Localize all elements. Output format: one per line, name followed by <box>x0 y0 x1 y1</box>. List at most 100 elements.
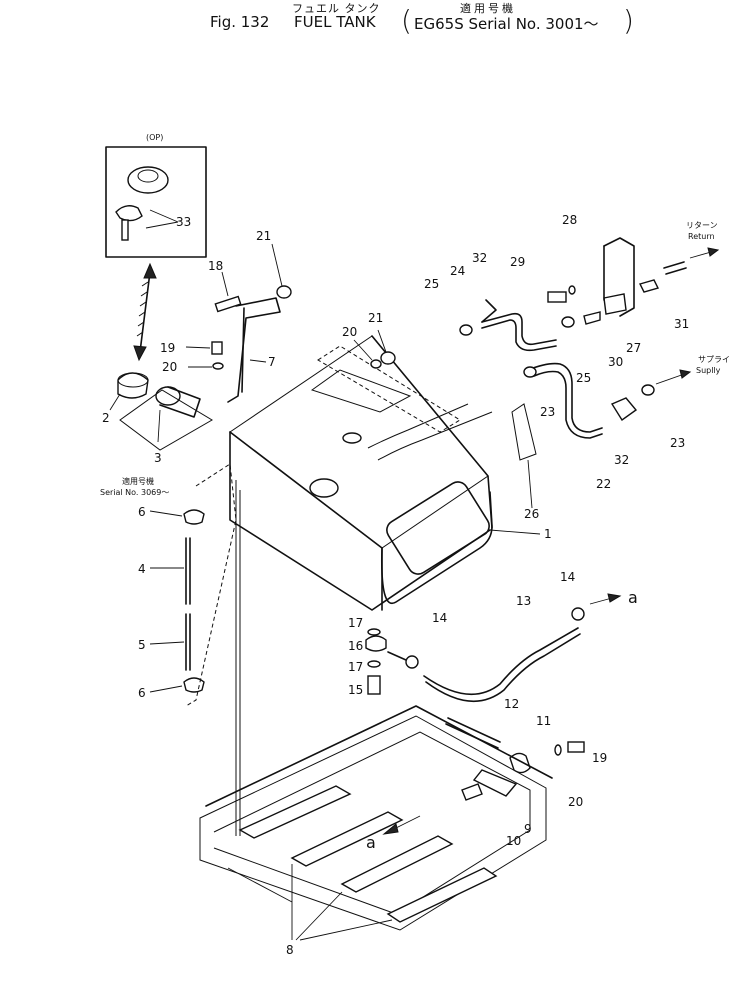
elbow-30 <box>583 311 601 325</box>
bolt-19-left <box>185 341 223 355</box>
serial-note: Serial No. 3069～ <box>100 488 169 497</box>
callout-18: 18 <box>208 259 223 273</box>
open-paren: ( <box>401 4 412 37</box>
return-jp-label: リターン <box>686 221 718 230</box>
callout-1: 1 <box>544 527 552 541</box>
tank-band-7 <box>227 297 281 403</box>
callout-16: 16 <box>348 639 363 653</box>
clamp-14-lower <box>405 655 419 669</box>
drain-assembly <box>365 593 622 702</box>
clip-32-right <box>610 397 638 422</box>
callout-17-lower: 17 <box>348 660 363 674</box>
callout-14-lower: 14 <box>432 611 447 625</box>
fuel-sender-plug <box>342 432 362 444</box>
callout-6-upper: 6 <box>138 505 146 519</box>
arrow-a-right-label: a <box>628 588 638 607</box>
elbow-16 <box>365 635 387 652</box>
figure-title: FUEL TANK <box>294 13 376 31</box>
callout-25-left: 25 <box>424 277 439 291</box>
filler-strainer-3 <box>119 386 213 451</box>
gauge-clamp-upper <box>183 509 205 525</box>
washer-28 <box>568 285 576 295</box>
nut-21-left <box>271 243 292 299</box>
inset-link-arrow <box>133 262 157 362</box>
callout-21-left: 21 <box>256 229 271 243</box>
optional-lock-cap-inset: (OP) <box>105 133 207 258</box>
lower-fittings <box>382 717 585 835</box>
callout-33: 33 <box>176 215 191 229</box>
fuel-tank-1 <box>229 335 541 611</box>
figure-number: Fig. 132 <box>210 13 270 31</box>
bolt-19-lower <box>567 741 585 753</box>
serial-note-jp: 適用号機 <box>122 476 154 486</box>
callout-32-upper: 32 <box>472 251 487 265</box>
plate-9 <box>472 769 518 797</box>
callout-10: 10 <box>506 834 521 848</box>
callout-29: 29 <box>510 255 525 269</box>
connector-31 <box>638 279 660 293</box>
japanese-part-name: フュエル タンク <box>292 2 381 15</box>
clamp-14-upper <box>571 607 585 621</box>
callout-24: 24 <box>450 264 465 278</box>
supply-label: Suplly <box>696 366 721 375</box>
callout-32-right: 32 <box>614 453 629 467</box>
clip-24 <box>481 299 497 323</box>
arrow-a-bottom-label: a <box>366 833 376 852</box>
gauge-clamp-lower <box>183 677 205 693</box>
callout-2: 2 <box>102 411 110 425</box>
pipe-bracket-26 <box>511 403 537 461</box>
op-label: (OP) <box>146 133 163 142</box>
callout-26: 26 <box>524 507 539 521</box>
clamp-25-right <box>561 316 575 328</box>
callout-7: 7 <box>268 355 276 369</box>
return-supply-piping <box>459 237 720 509</box>
callout-20-center: 20 <box>342 325 357 339</box>
washer-17-lower <box>367 660 381 668</box>
callout-31: 31 <box>674 317 689 331</box>
washer-17-upper <box>367 628 381 636</box>
callout-25-right: 25 <box>576 371 591 385</box>
callout-14-upper: 14 <box>560 570 575 584</box>
lock-cap-part <box>127 166 169 194</box>
callout-11: 11 <box>536 714 551 728</box>
clamp-23-right <box>641 384 655 396</box>
callout-22: 22 <box>596 477 611 491</box>
return-label: Return <box>688 232 715 241</box>
callout-20-lower: 20 <box>568 795 583 809</box>
callout-23-right: 23 <box>670 436 685 450</box>
callout-21-center: 21 <box>368 311 383 325</box>
filler-neck <box>309 478 339 498</box>
callout-15: 15 <box>348 683 363 697</box>
bolt-15 <box>367 675 381 695</box>
callout-17-upper: 17 <box>348 616 363 630</box>
callout-28: 28 <box>562 213 577 227</box>
callout-9: 9 <box>524 822 532 836</box>
serial-range: EG65S Serial No. 3001～ <box>414 15 599 33</box>
callout-23-left: 23 <box>540 405 555 419</box>
callout-19-left: 19 <box>160 341 175 355</box>
clamp-23-left <box>523 366 537 378</box>
level-gauge-assembly <box>149 463 237 707</box>
callout-30: 30 <box>608 355 623 369</box>
connector-10 <box>461 783 483 801</box>
bolt-29 <box>547 291 567 303</box>
figure-header: フュエル タンク 適用号機 Fig. 132 FUEL TANK ( EG65S… <box>0 0 747 40</box>
washer-20-lower <box>554 744 562 756</box>
callout-6-lower: 6 <box>138 686 146 700</box>
filler-cap-2 <box>109 372 149 411</box>
callout-20-left: 20 <box>162 360 177 374</box>
supply-jp-label: サプライ <box>698 355 730 364</box>
callout-numbers: 1 2 3 4 5 6 6 7 8 9 10 11 12 13 14 14 15… <box>102 213 689 957</box>
frame-8 <box>199 480 553 941</box>
callout-8: 8 <box>286 943 294 957</box>
key-part <box>115 205 143 222</box>
bracket-27 <box>603 293 627 315</box>
nut-21-and-washer-20-center <box>353 329 396 369</box>
callout-19-lower: 19 <box>592 751 607 765</box>
washer-20-left <box>188 362 224 370</box>
callout-4: 4 <box>138 562 146 576</box>
bolt-18 <box>214 271 242 313</box>
close-paren: ) <box>623 4 634 37</box>
callout-13: 13 <box>516 594 531 608</box>
